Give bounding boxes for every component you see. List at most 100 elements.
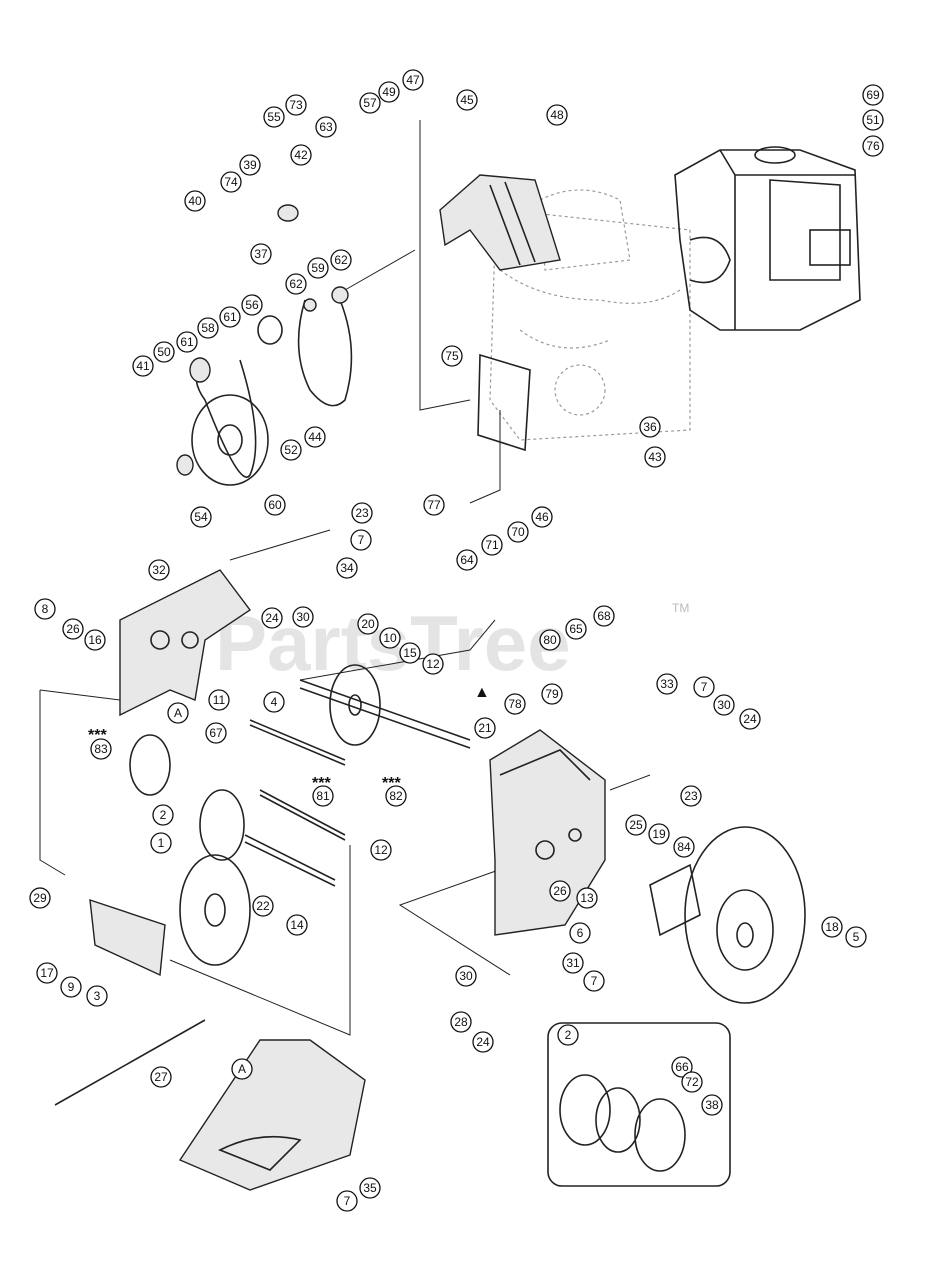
engine-plate — [477, 353, 531, 452]
callout-circle — [36, 962, 58, 984]
callout-label: 17 — [40, 966, 54, 980]
callout-36: 36 — [639, 416, 661, 438]
callout-17: 17 — [36, 962, 58, 984]
callout-circle — [29, 887, 51, 909]
callout-label: 51 — [866, 113, 880, 127]
callout-label: 10 — [383, 631, 397, 645]
callout-55: 55 — [263, 106, 285, 128]
callout-6: 6 — [569, 922, 591, 944]
callout-label: 73 — [289, 98, 303, 112]
shroud — [178, 1039, 366, 1191]
callout-27: 27 — [150, 1066, 172, 1088]
frame-left — [119, 569, 252, 717]
callout-47: 47 — [402, 69, 424, 91]
callout-59: 59 — [307, 257, 329, 279]
callout-label: 52 — [284, 443, 298, 457]
callout-label: 83 — [94, 742, 108, 756]
callout-34: 34 — [336, 557, 358, 579]
callout-43: 43 — [644, 446, 666, 468]
callout-circle — [280, 439, 302, 461]
callout-label: 24 — [743, 712, 757, 726]
callout-7d: 7 — [336, 1190, 358, 1212]
callout-circle — [422, 653, 444, 675]
callout-64: 64 — [456, 549, 478, 571]
callout-circle — [86, 985, 108, 1007]
callout-label: 75 — [445, 349, 459, 363]
callout-circle — [671, 1056, 693, 1078]
callout-26: 26 — [62, 618, 84, 640]
callout-circle — [583, 970, 605, 992]
callout-23: 23 — [351, 502, 373, 524]
callout-circle — [681, 1071, 703, 1093]
callout-65: 65 — [565, 618, 587, 640]
drive-pulley — [176, 204, 353, 486]
callout-label: 1 — [158, 836, 165, 850]
callout-70: 70 — [507, 521, 529, 543]
callout-circle — [625, 814, 647, 836]
callout-label: 56 — [245, 298, 259, 312]
callout-label: 24 — [476, 1035, 490, 1049]
callout-label: 43 — [648, 450, 662, 464]
callout-circle — [370, 839, 392, 861]
callout-circle — [150, 1066, 172, 1088]
callout-label: 71 — [485, 538, 499, 552]
callout-circle — [456, 549, 478, 571]
callout-label: 65 — [569, 622, 583, 636]
callout-label: 30 — [296, 610, 310, 624]
callout-circle — [153, 341, 175, 363]
callout-label: 37 — [254, 247, 268, 261]
callout-8: 8 — [34, 598, 56, 620]
callout-78: 78 — [504, 693, 526, 715]
callout-circle — [701, 1094, 723, 1116]
callout-label: 28 — [454, 1015, 468, 1029]
callout-19: 19 — [648, 823, 670, 845]
callout-label: 22 — [256, 899, 270, 913]
callout-circle — [220, 171, 242, 193]
callout-84: 84 — [673, 836, 695, 858]
callout-label: 46 — [535, 510, 549, 524]
callout-56: 56 — [241, 294, 263, 316]
callout-label: 26 — [66, 622, 80, 636]
callout-circle — [359, 1177, 381, 1199]
callout-26b: 26 — [549, 880, 571, 902]
callout-circle — [385, 785, 407, 807]
callout-circle — [176, 331, 198, 353]
callout-79: 79 — [541, 683, 563, 705]
callout-label: 72 — [685, 1075, 699, 1089]
callout-circle — [263, 106, 285, 128]
callout-circle — [167, 702, 189, 724]
callout-label: A — [174, 706, 182, 720]
callout-circle — [132, 355, 154, 377]
callout-label: 49 — [382, 85, 396, 99]
callout-label: 30 — [717, 698, 731, 712]
callout-circle — [862, 109, 884, 131]
shaft-rod — [54, 1019, 206, 1106]
callout-label: 3 — [94, 989, 101, 1003]
callout-circle — [205, 722, 227, 744]
callout-24b: 24 — [739, 708, 761, 730]
callout-circle — [241, 294, 263, 316]
callout-35: 35 — [359, 1177, 381, 1199]
callout-circle — [290, 144, 312, 166]
callout-69: 69 — [862, 84, 884, 106]
callout-circle — [739, 708, 761, 730]
callout-circle — [472, 1031, 494, 1053]
callout-48: 48 — [546, 104, 568, 126]
callout-circle — [250, 243, 272, 265]
callout-circle — [450, 1011, 472, 1033]
callout-label: 45 — [460, 93, 474, 107]
callout-label: 58 — [201, 321, 215, 335]
callout-13: 13 — [576, 887, 598, 909]
callout-circle — [84, 629, 106, 651]
callout-circle — [60, 976, 82, 998]
callout-12: 12 — [422, 653, 444, 675]
callout-label: 30 — [459, 969, 473, 983]
callout-28: 28 — [450, 1011, 472, 1033]
watermark-tm: TM — [672, 601, 689, 615]
callout-label: 84 — [677, 840, 691, 854]
callout-circle — [402, 69, 424, 91]
callout-circle — [286, 914, 308, 936]
callout-A2: A — [231, 1058, 253, 1080]
callout-49: 49 — [378, 81, 400, 103]
callout-81: 81 — [312, 785, 334, 807]
